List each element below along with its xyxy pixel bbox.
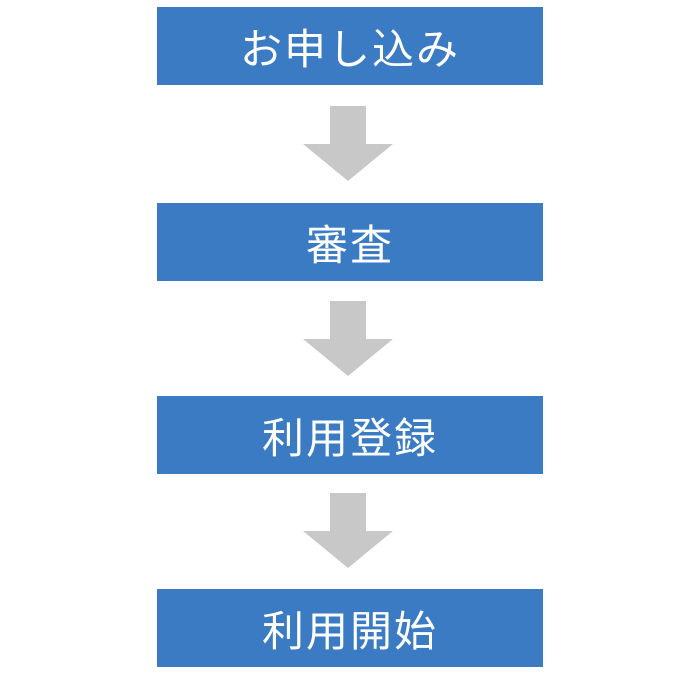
step-label: 利用開始 [261, 606, 438, 656]
step-box-review: 審査 [157, 203, 543, 281]
step-label: 審査 [305, 220, 394, 270]
step-label: 利用登録 [261, 413, 438, 463]
arrow-down-icon [303, 493, 393, 568]
step-label: お申し込み [239, 24, 460, 74]
arrow-down-icon [303, 106, 393, 181]
step-box-start: 利用開始 [157, 589, 543, 667]
step-box-registration: 利用登録 [157, 396, 543, 474]
arrow-down-icon [303, 301, 393, 376]
step-box-application: お申し込み [157, 7, 543, 85]
